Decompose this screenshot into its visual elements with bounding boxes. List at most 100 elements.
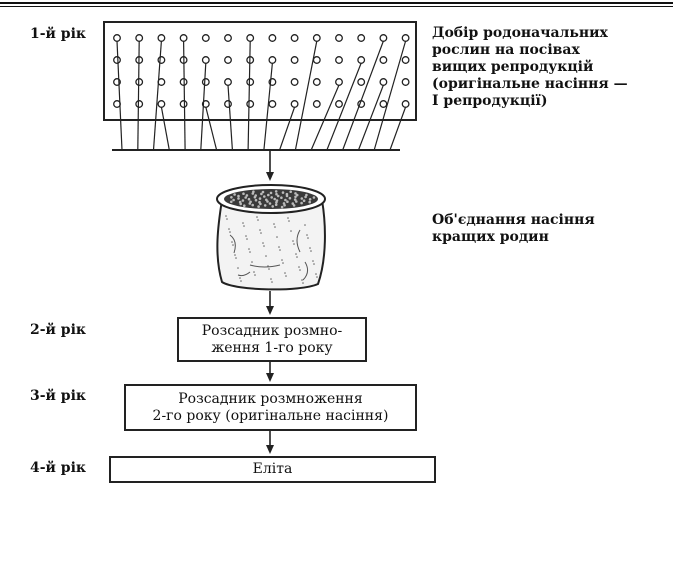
elite-label: Еліта [253, 461, 293, 478]
plant-marker [380, 35, 387, 42]
plant-marker [336, 57, 343, 64]
plant-selection-line [161, 107, 169, 150]
plant-marker [314, 79, 321, 86]
seed-dot [294, 192, 297, 195]
bag-texture-dot [243, 225, 245, 227]
seed-dot [255, 199, 258, 202]
bag-texture-dot [231, 241, 233, 243]
plant-marker [314, 35, 321, 42]
arrowhead [266, 306, 274, 315]
bag-texture-dot [254, 274, 256, 276]
seed-dot [249, 202, 252, 205]
seed-dot [259, 197, 262, 200]
plant-selection-line [228, 85, 232, 150]
plant-marker [247, 101, 254, 108]
bag-texture-dot [302, 282, 304, 284]
plant-marker [380, 101, 387, 108]
plant-marker [291, 79, 298, 86]
plant-marker [336, 35, 343, 42]
nursery-year1-line: Розсадник розмно- [202, 323, 343, 340]
bag-texture-dot [242, 222, 244, 224]
plant-marker [114, 57, 121, 64]
seed-dot [230, 201, 233, 204]
seed-dot [283, 204, 286, 207]
bag-texture-dot [232, 244, 234, 246]
plant-marker [203, 35, 210, 42]
plant-selection-line [390, 107, 406, 150]
bag-texture-dot [270, 278, 272, 280]
seed-dot [275, 193, 278, 196]
seed-dot [251, 204, 254, 207]
plant-marker [358, 57, 365, 64]
bag-texture-dot [285, 275, 287, 277]
bag-texture-dot [251, 261, 253, 263]
plant-marker [225, 35, 232, 42]
bag-texture-dot [253, 271, 255, 273]
plant-marker [291, 57, 298, 64]
bag-texture-dot [298, 266, 300, 268]
field-plot [104, 22, 416, 120]
bag-texture-dot [301, 279, 303, 281]
seed-dot [259, 203, 262, 206]
bag-texture-dot [228, 228, 230, 230]
bag-texture-dot [256, 216, 258, 218]
plant-marker [180, 101, 187, 108]
seed-dot [233, 193, 236, 196]
nursery-year2-line: 2-го року (оригінальне насіння) [153, 408, 389, 425]
bag-texture-dot [273, 223, 275, 225]
seed-dot [286, 200, 289, 203]
seed-dot [257, 205, 260, 208]
plant-marker [314, 101, 321, 108]
seed-dot [289, 197, 292, 200]
plant-selection-line [280, 107, 295, 150]
plant-marker [225, 79, 232, 86]
seed-dot [289, 190, 292, 193]
seed-dot [305, 194, 308, 197]
nursery-year2-line: Розсадник розмноження [153, 391, 389, 408]
elite-box: Еліта [109, 456, 436, 483]
bag-texture-dot [265, 255, 267, 257]
seed-dot [266, 200, 269, 203]
seed-dot [295, 200, 298, 203]
bag-texture-dot [260, 232, 262, 234]
seed-dot [309, 198, 312, 201]
seed-dot [282, 191, 285, 194]
bag-texture-dot [239, 277, 241, 279]
seed-dot [252, 190, 255, 193]
seed-dot [270, 192, 273, 195]
seed-dot [237, 195, 240, 198]
seed-dot [300, 202, 303, 205]
bag-texture-dot [268, 268, 270, 270]
plant-marker [203, 79, 210, 86]
bag-texture-dot [226, 218, 228, 220]
plant-marker [269, 57, 276, 64]
seed-dot [271, 205, 274, 208]
plant-marker [158, 57, 165, 64]
seed-dot [281, 206, 284, 209]
seed-dot [232, 199, 235, 202]
bag-texture-dot [240, 280, 242, 282]
bag-texture-dot [274, 226, 276, 228]
plant-marker [269, 101, 276, 108]
bag-texture-dot [271, 281, 273, 283]
bag-texture-dot [307, 237, 309, 239]
seed-dot [242, 192, 245, 195]
seed-dot [284, 199, 287, 202]
seed-dot [262, 191, 265, 194]
bag-texture-dot [249, 251, 251, 253]
plant-marker [114, 35, 121, 42]
plant-marker [402, 79, 409, 86]
bag-texture-dot [245, 235, 247, 237]
plant-marker [247, 35, 254, 42]
plant-marker [291, 101, 298, 108]
bag-texture-dot [290, 230, 292, 232]
plant-selection-line [154, 41, 162, 150]
plant-marker [225, 57, 232, 64]
plant-marker [380, 57, 387, 64]
bag-texture-dot [246, 238, 248, 240]
plant-marker [180, 35, 187, 42]
bag-texture-dot [295, 253, 297, 255]
plant-selection-line [311, 85, 339, 150]
plant-marker [402, 35, 409, 42]
